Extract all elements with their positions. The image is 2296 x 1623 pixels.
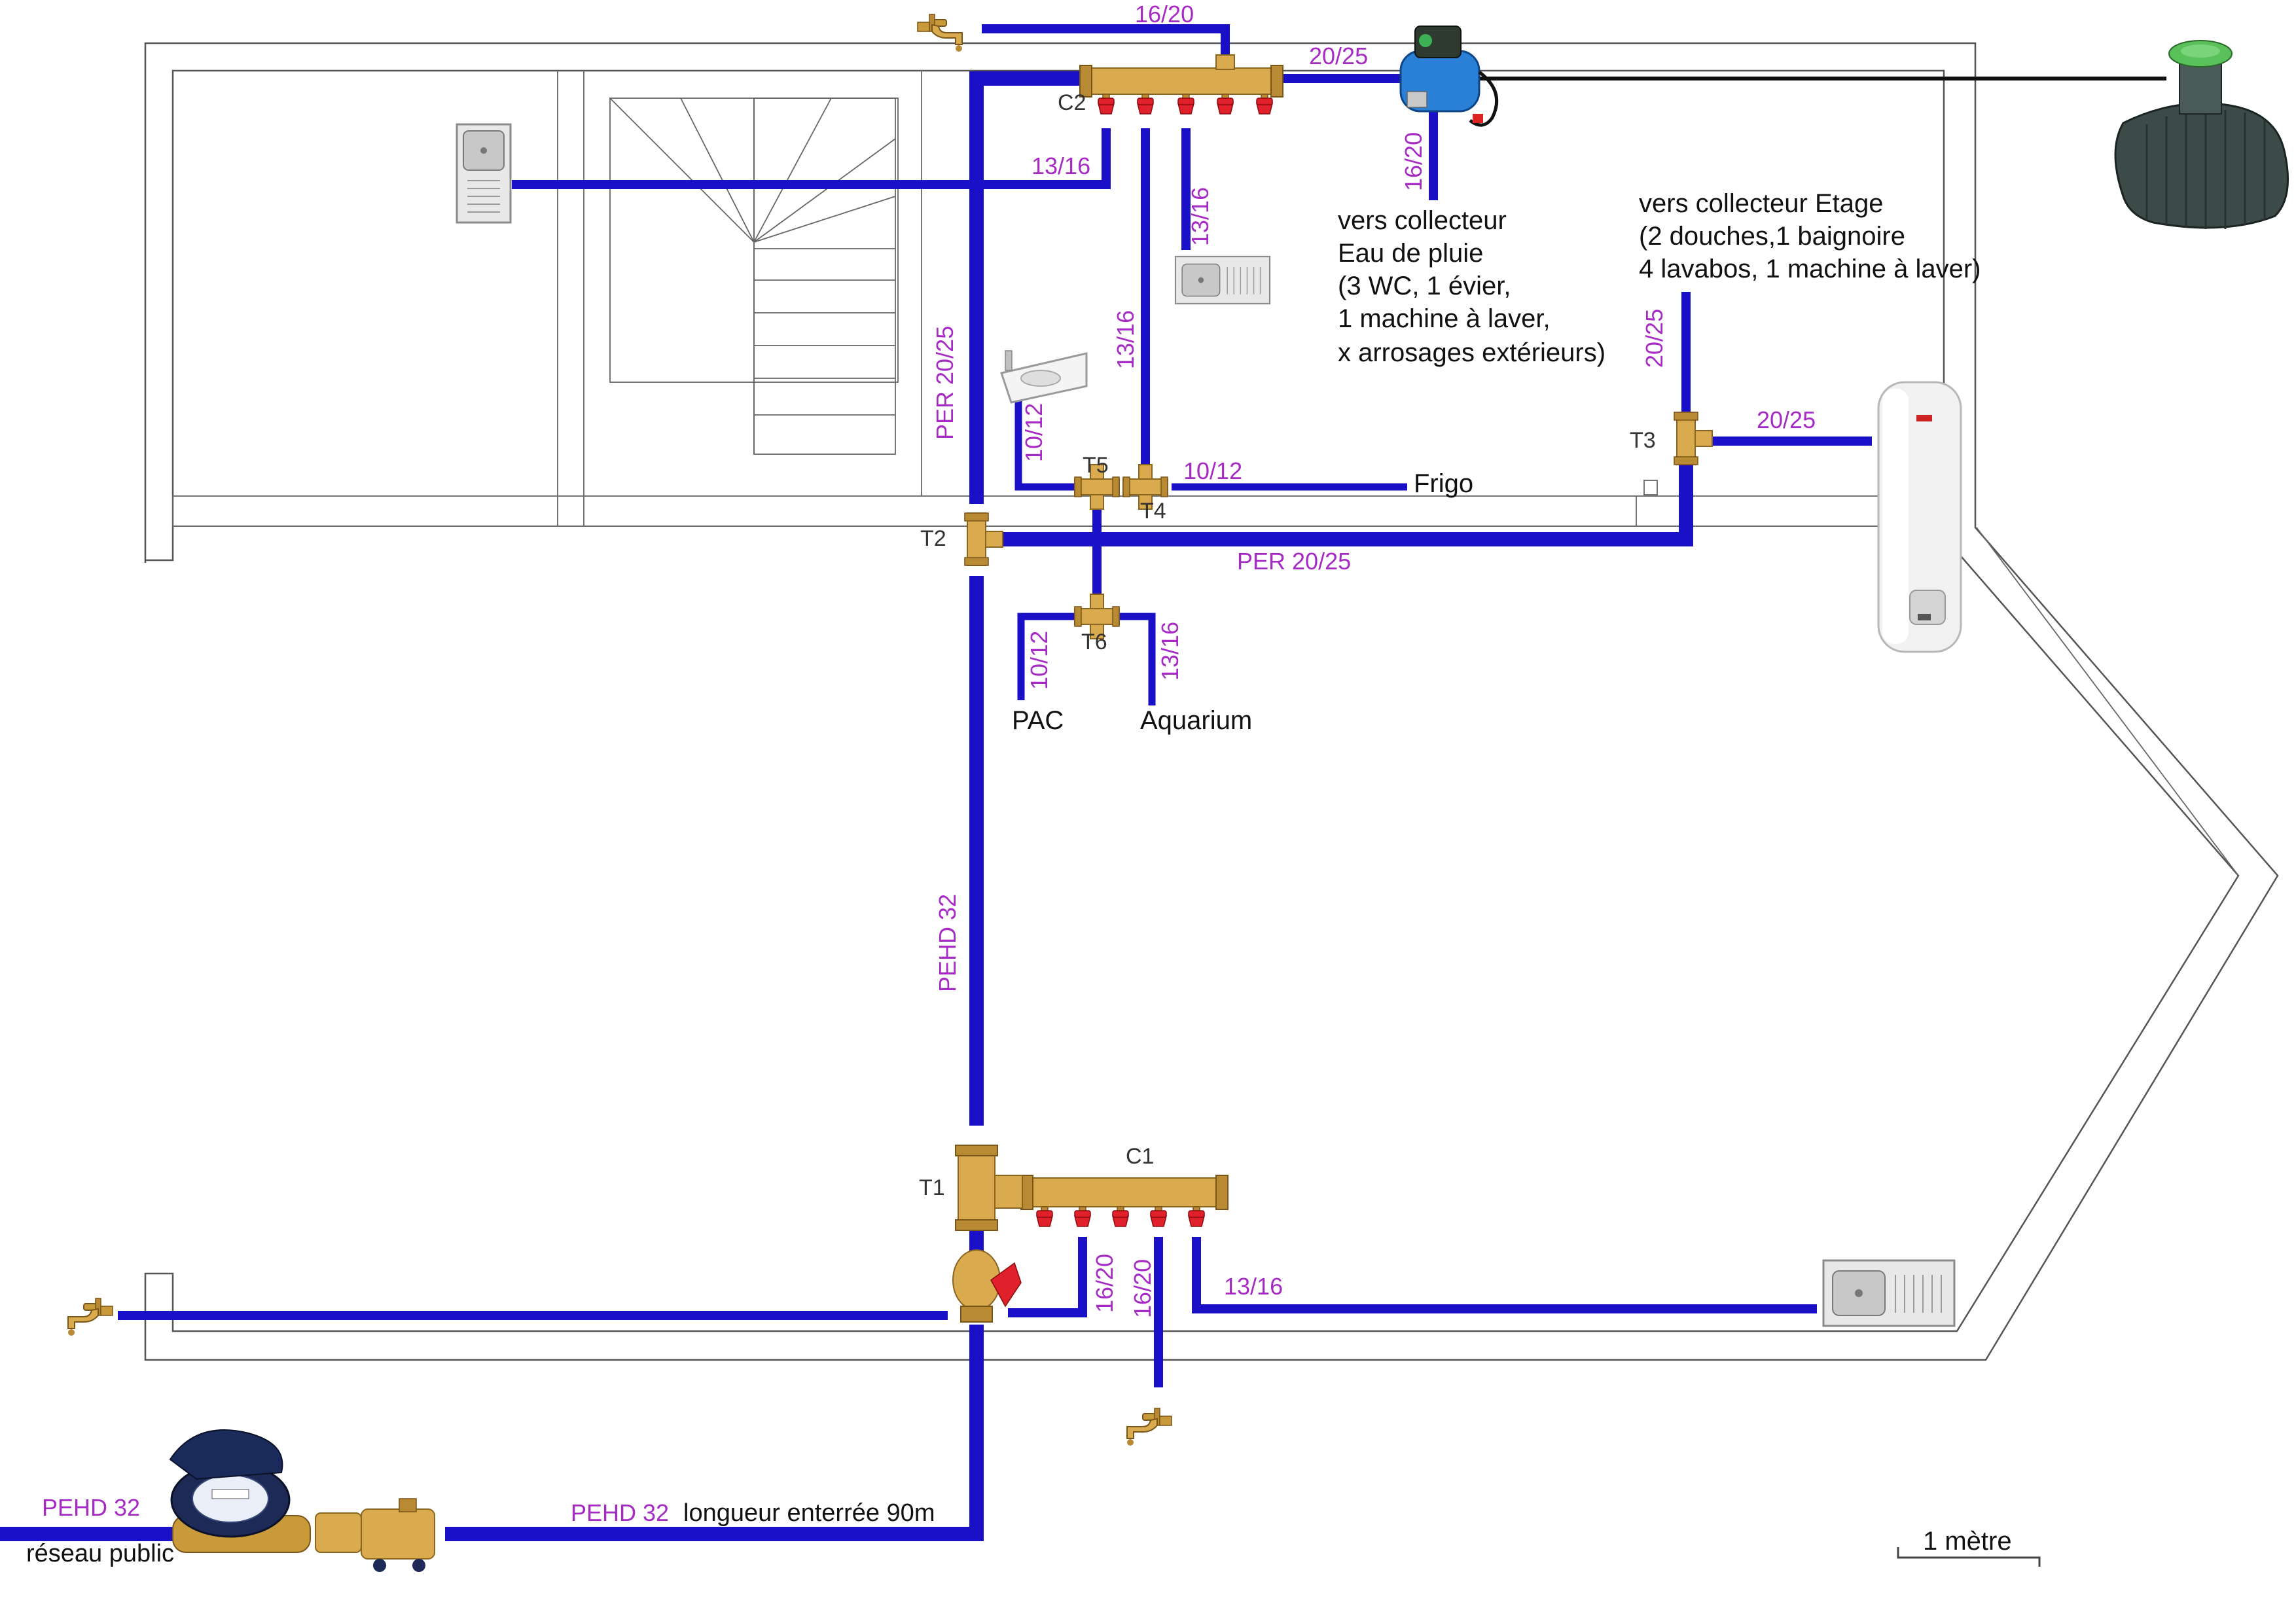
kitchen-sink-icon	[1822, 1259, 1956, 1327]
label-16-20-top: 16/20	[1135, 1, 1194, 27]
label-13-16-c1-sink: 13/16	[1224, 1273, 1283, 1300]
rain-note-line: (3 WC, 1 évier,	[1338, 272, 1511, 300]
rain-note-line: x arrosages extérieurs)	[1338, 338, 1605, 367]
tee-t2	[964, 512, 1003, 566]
label-20-25-pump: 20/25	[1309, 43, 1368, 69]
pipe-per-20-25-riser	[969, 71, 1093, 504]
label-t5: T5	[1083, 453, 1109, 478]
pipe-16-20-top	[982, 24, 1230, 63]
sink-mid-icon	[1174, 255, 1271, 305]
pipe-13-16-aquarium	[1117, 613, 1156, 705]
label-13-16-t4: 13/16	[1112, 310, 1139, 369]
sink-left-icon	[456, 123, 512, 224]
rain-collector-note: vers collecteur Eau de pluie (3 WC, 1 év…	[1338, 206, 1605, 367]
floor-note-line: vers collecteur Etage	[1639, 189, 1884, 218]
label-20-25-t3-vertical: 20/25	[1641, 309, 1668, 368]
rain-note-line: Eau de pluie	[1338, 239, 1483, 268]
pipes	[0, 24, 2166, 1541]
scale-bar: 1 mètre	[1897, 1527, 2041, 1567]
pump-icon	[1399, 26, 1499, 127]
washbasin-icon	[1000, 350, 1088, 404]
rain-note-line: 1 machine à laver,	[1338, 304, 1551, 333]
water-meter-icon	[169, 1429, 435, 1572]
outdoor-tap-left-icon	[67, 1298, 113, 1336]
label-16-20-pump-down: 16/20	[1400, 132, 1427, 191]
pipe-10-12-basin	[1014, 389, 1077, 491]
label-t3: T3	[1630, 428, 1656, 453]
tee-t3	[1674, 412, 1713, 465]
manifold-c2	[1079, 54, 1283, 115]
label-frigo: Frigo	[1414, 469, 1473, 498]
label-20-25-heater: 20/25	[1757, 406, 1816, 433]
floor-note-line: 4 lavabos, 1 machine à laver)	[1639, 255, 1981, 283]
outdoor-tap-top-icon	[917, 14, 963, 52]
label-t6: T6	[1081, 630, 1107, 654]
pipe-16-20-c1-a	[1008, 1237, 1087, 1317]
label-pehd-32-vertical: PEHD 32	[934, 894, 961, 992]
scale-label: 1 mètre	[1923, 1527, 2012, 1556]
label-pehd-32-bottom: PEHD 32	[571, 1499, 669, 1526]
label-10-12-frigo: 10/12	[1183, 457, 1242, 484]
staircase	[609, 98, 899, 455]
floor-collector-note: vers collecteur Etage (2 douches,1 baign…	[1639, 189, 1981, 283]
outdoor-tap-bottom-icon	[1126, 1408, 1172, 1446]
manifold-c1	[1020, 1175, 1229, 1227]
label-per-20-25-horizontal: PER 20/25	[1237, 548, 1351, 575]
label-aquarium: Aquarium	[1140, 706, 1252, 735]
label-13-16-sink-left: 13/16	[1031, 152, 1090, 179]
pipe-pehd-32-buried	[445, 1325, 984, 1541]
label-t1: T1	[919, 1175, 945, 1200]
rain-note-line: vers collecteur	[1338, 206, 1507, 235]
water-heater-icon	[1877, 381, 1962, 653]
label-buried-length: longueur enterrée 90m	[683, 1499, 935, 1527]
label-pac: PAC	[1012, 706, 1064, 735]
label-16-20-c1-b: 16/20	[1129, 1259, 1156, 1318]
label-13-16-aquarium: 13/16	[1157, 622, 1183, 681]
building-walls	[144, 42, 2279, 1361]
pipe-per-20-25-horizontal	[1001, 462, 1693, 546]
label-public-network: réseau public	[26, 1540, 174, 1567]
pipe-13-16-c1-sink	[1192, 1237, 1817, 1313]
label-t2: T2	[920, 526, 946, 551]
tee-t1	[952, 1145, 1023, 1323]
label-c1: C1	[1126, 1144, 1154, 1169]
pipe-10-12-pac	[1017, 613, 1077, 700]
rain-tank-icon	[2114, 40, 2289, 229]
label-10-12-basin: 10/12	[1020, 403, 1047, 462]
pipe-13-16-sink-left	[512, 128, 1111, 189]
floor-note-line: (2 douches,1 baignoire	[1639, 222, 1905, 251]
label-16-20-c1-a: 16/20	[1091, 1254, 1118, 1313]
label-pehd-32-left: PEHD 32	[42, 1494, 140, 1521]
label-per-20-25-vertical: PER 20/25	[931, 326, 958, 440]
label-c2: C2	[1058, 90, 1086, 115]
label-t4: T4	[1140, 499, 1166, 524]
label-10-12-pac: 10/12	[1026, 631, 1052, 690]
label-13-16-sink-mid: 13/16	[1187, 187, 1213, 246]
